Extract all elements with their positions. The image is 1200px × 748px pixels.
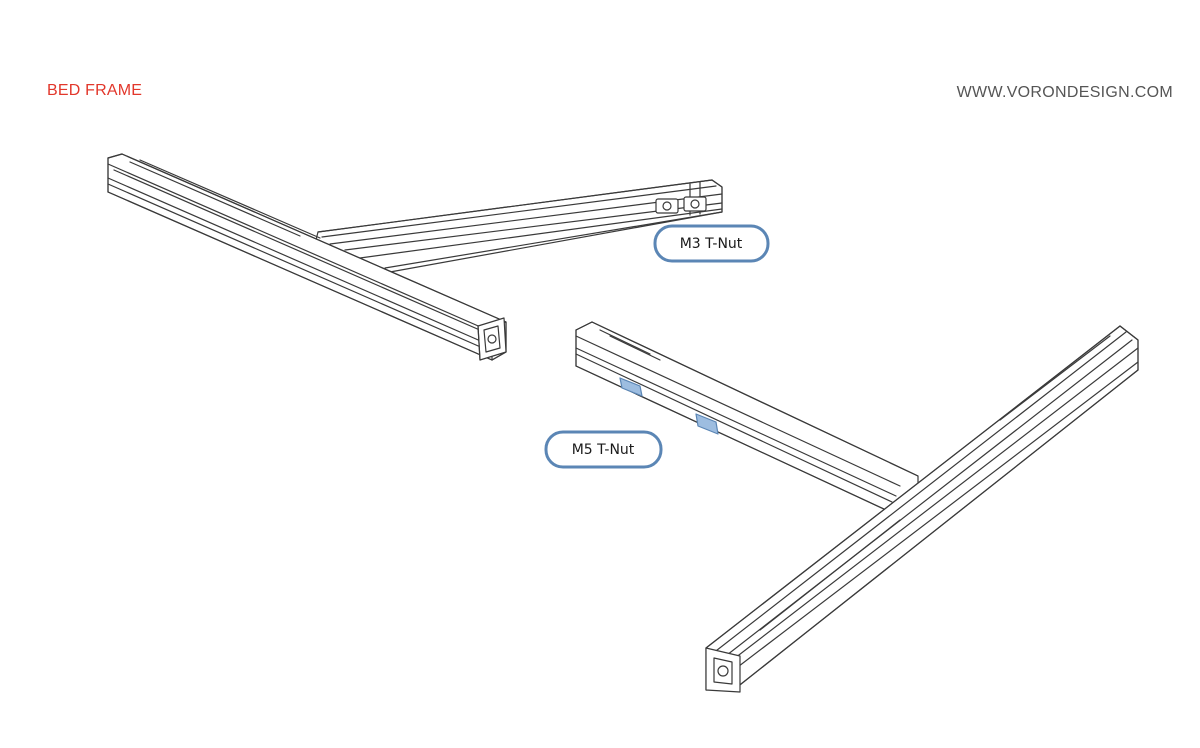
callout-m3-t-nut: M3 T-Nut (653, 224, 770, 263)
callout-m3-label: M3 T-Nut (680, 236, 743, 252)
website-url: WWW.VORONDESIGN.COM (956, 84, 1173, 101)
extrusion-end-profile-bottom (705, 647, 741, 693)
callout-m5-t-nut: M5 T-Nut (544, 430, 663, 469)
lower-right-assembly (575, 321, 1139, 693)
extrusion-long-cross (705, 325, 1139, 691)
m5-t-nuts (619, 377, 719, 435)
callout-m5-label: M5 T-Nut (572, 442, 635, 458)
m3-t-nuts (655, 196, 707, 214)
extrusion-end-profile (477, 317, 507, 361)
upper-left-assembly (107, 153, 723, 361)
extrusion-front-diagonal (107, 153, 507, 361)
extrusion-left-descending (575, 321, 919, 511)
section-title: BED FRAME (47, 82, 143, 99)
